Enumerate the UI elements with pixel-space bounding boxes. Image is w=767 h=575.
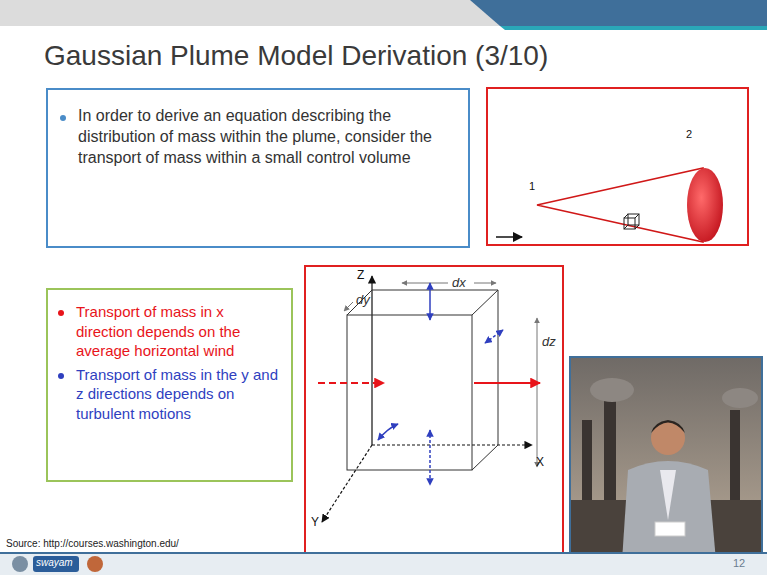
wind-arrow — [496, 236, 522, 238]
figure-label: Source: http://courses.washington.edu/ — [6, 538, 179, 549]
slide-title: Gaussian Plume Model Derivation (3/10) — [44, 40, 548, 72]
figure-label: 2 — [686, 128, 692, 140]
presenter-video — [570, 357, 762, 562]
figure-label: 1 — [529, 180, 535, 192]
plume-cone — [537, 168, 703, 242]
bullet-text: Transport of mass in the y and z directi… — [76, 365, 279, 424]
bullet-dot — [60, 115, 66, 121]
figure-label: dy — [356, 292, 370, 307]
figure-label: dz — [542, 334, 556, 349]
top-bar — [0, 0, 767, 26]
top-bar-accent — [470, 0, 767, 26]
bullet-row: Transport of mass in the y and z directi… — [58, 365, 279, 424]
figure-label: 12 — [733, 557, 745, 569]
box-content: Transport of mass in x direction depends… — [58, 302, 279, 423]
text-box: In order to derive an equation describin… — [46, 88, 470, 248]
figure-label: X — [536, 455, 544, 469]
box-content: In order to derive an equation describin… — [60, 106, 450, 168]
small-control-volume — [624, 214, 639, 229]
figure-label: Y — [311, 515, 319, 529]
bottom-bar — [0, 553, 767, 575]
control-volume-cube — [318, 276, 540, 522]
plume-cross-section — [687, 168, 723, 242]
bullet-text: In order to derive an equation describin… — [78, 106, 450, 168]
top-bar-accent — [500, 26, 767, 30]
bullet-text: Transport of mass in x direction depends… — [76, 302, 279, 361]
figure-label: swayam — [36, 557, 73, 568]
bottom-bar-line — [0, 552, 767, 554]
figure-label: dx — [452, 275, 466, 290]
bullet-dot — [58, 373, 64, 379]
logo — [33, 556, 79, 572]
figure-label: Z — [357, 268, 364, 282]
text-box: Transport of mass in x direction depends… — [46, 288, 293, 482]
bullet-row: In order to derive an equation describin… — [60, 106, 450, 168]
figure-frame — [305, 266, 563, 555]
figure-frame — [487, 88, 748, 245]
logo — [12, 556, 28, 572]
bullet-row: Transport of mass in x direction depends… — [58, 302, 279, 361]
bullet-dot — [58, 310, 64, 316]
logo — [87, 556, 103, 572]
